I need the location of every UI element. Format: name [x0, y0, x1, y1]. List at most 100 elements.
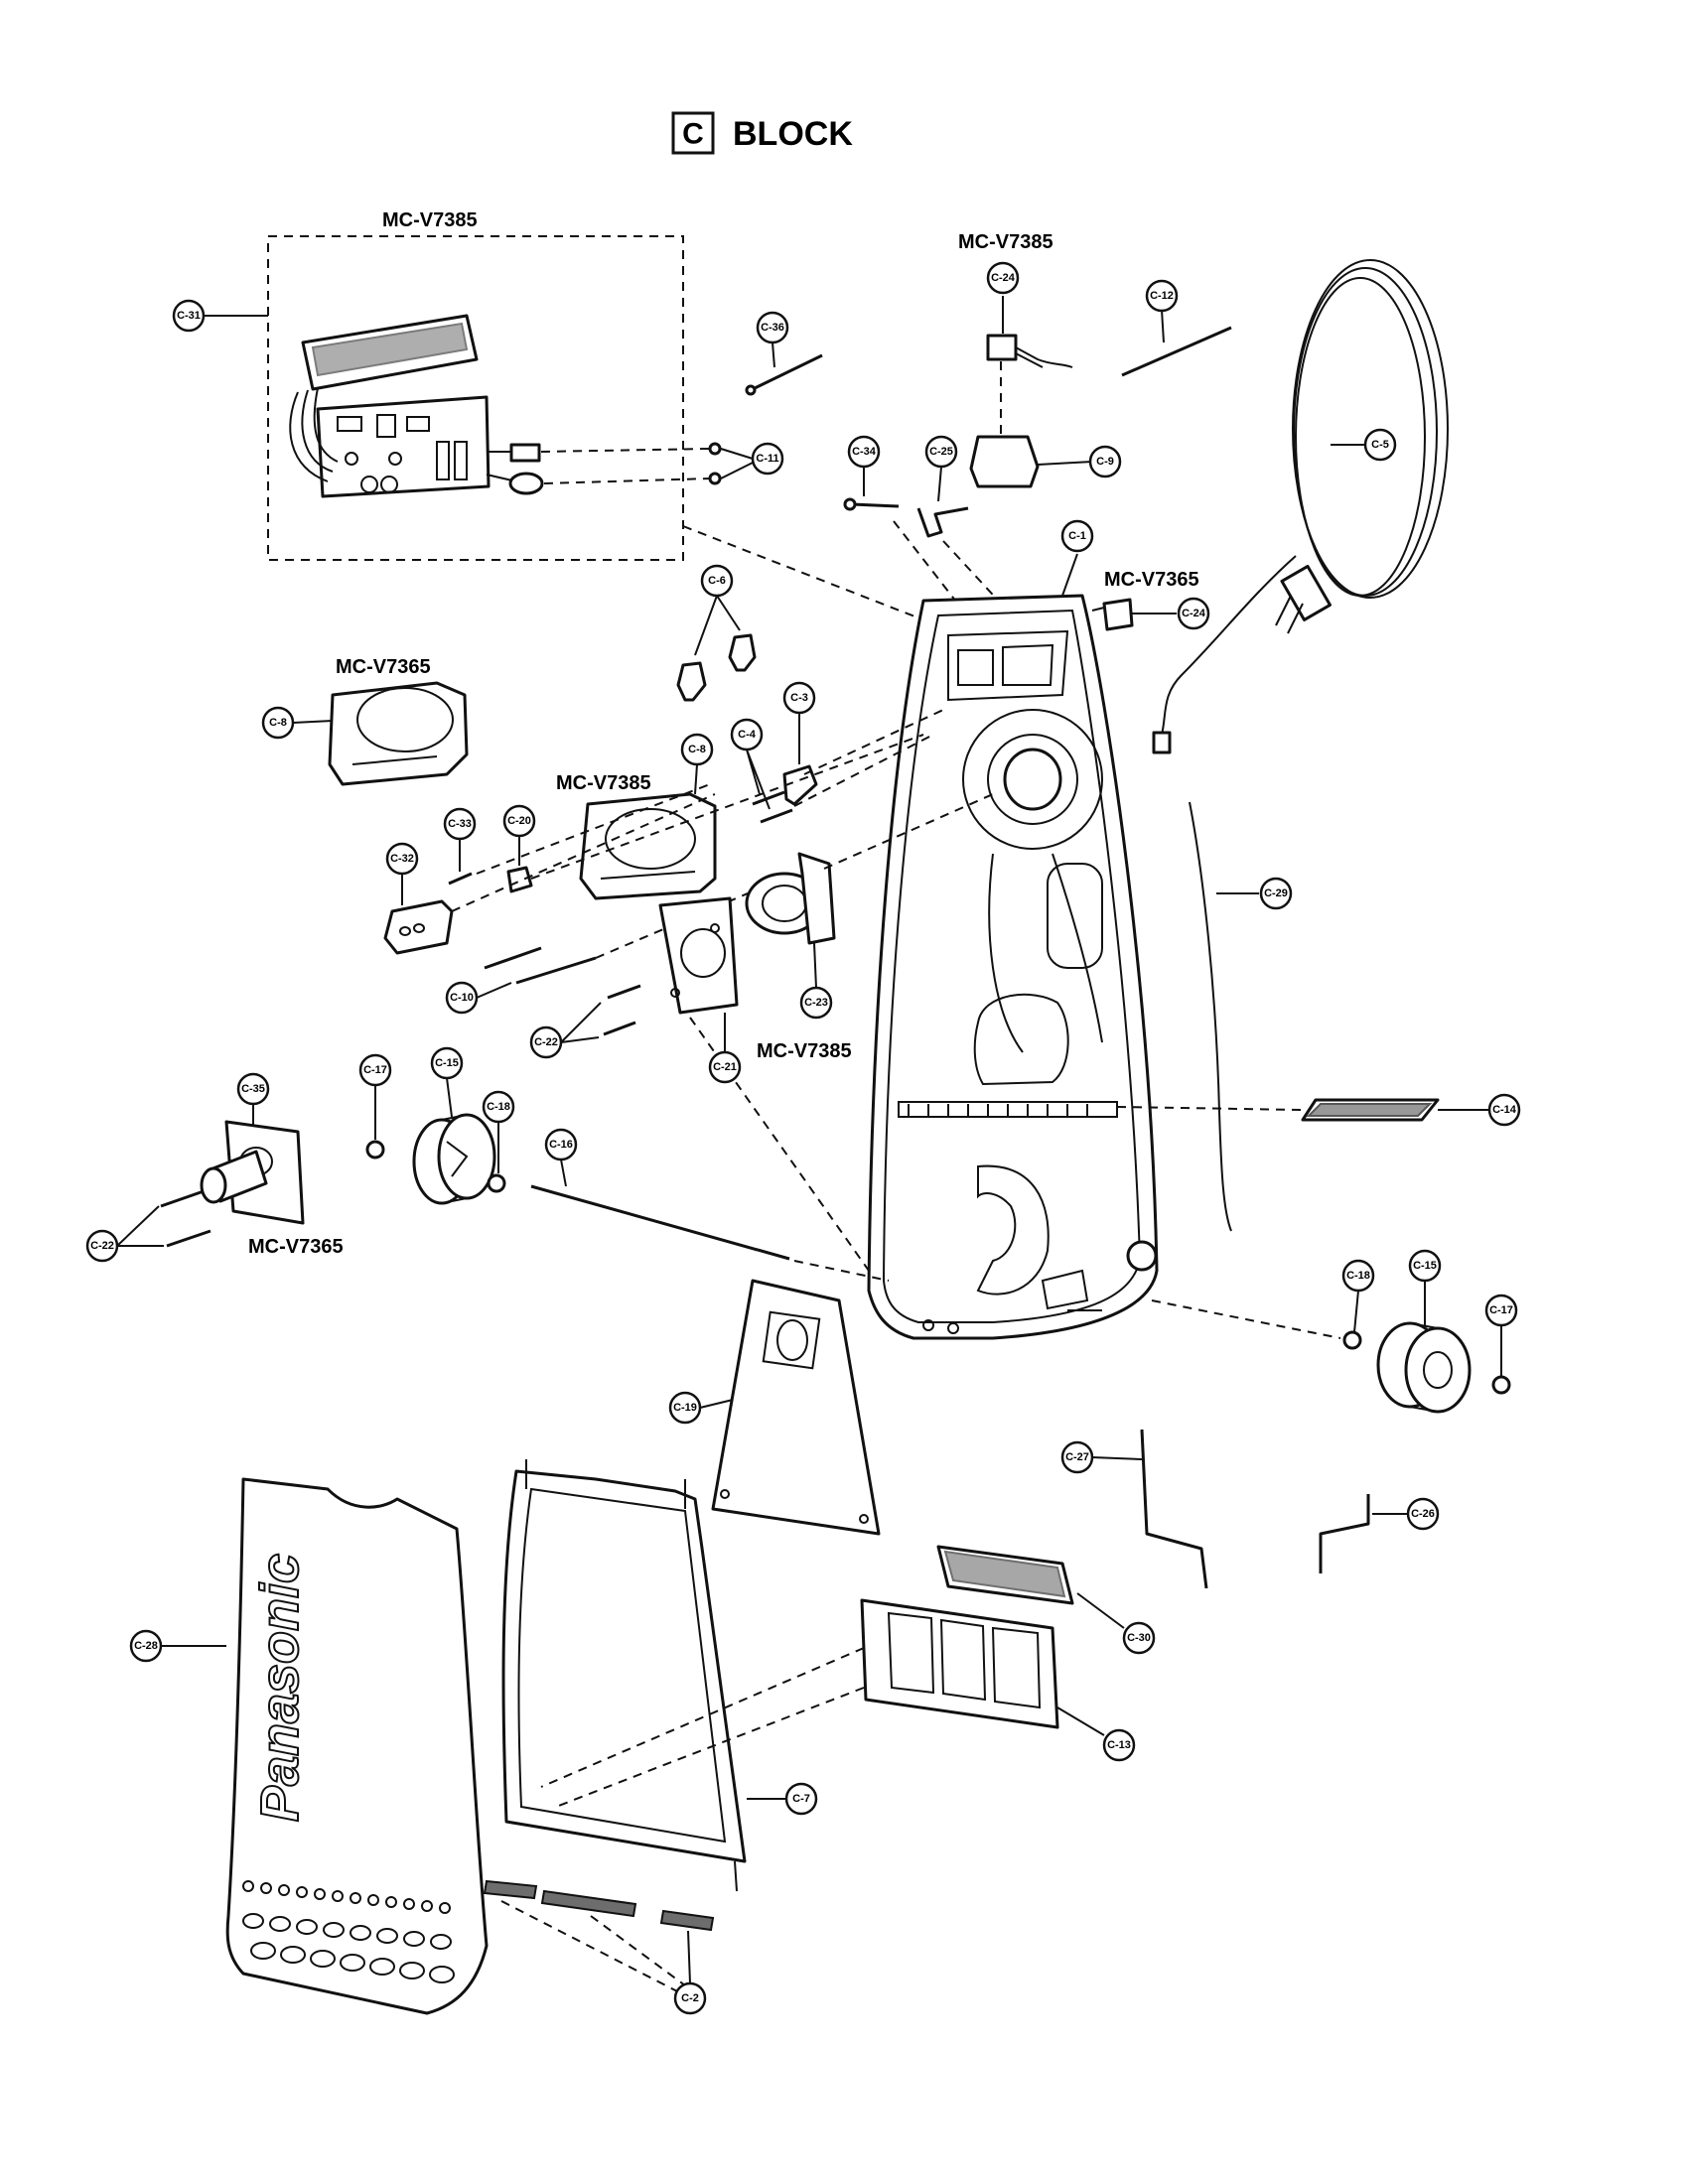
leader-c25 — [937, 466, 942, 502]
part-c22-screws-a — [603, 984, 641, 1036]
callout-label: C-25 — [929, 446, 953, 458]
callout-circle — [502, 804, 536, 838]
leader-c22b — [116, 1205, 164, 1247]
callout-c17b: C-17 — [1484, 1294, 1518, 1327]
block-letter-box — [671, 111, 715, 155]
part-c15-wheel-right — [1376, 1321, 1472, 1414]
callout-circle — [529, 1025, 563, 1059]
callout-c16: C-16 — [544, 1128, 578, 1161]
callout-circle — [680, 733, 714, 766]
callout-circle — [129, 1629, 163, 1663]
callout-label: C-9 — [1096, 456, 1114, 468]
callout-circle — [358, 1053, 392, 1087]
callout-label: C-36 — [761, 322, 784, 334]
callout-label: C-8 — [688, 744, 706, 755]
callout-label: C-17 — [363, 1064, 387, 1076]
callout-circle — [1122, 1621, 1156, 1655]
callout-c6: C-6 — [700, 564, 734, 598]
callout-c7: C-7 — [784, 1782, 818, 1816]
leader-c22a — [560, 1002, 602, 1043]
callout-circle — [782, 681, 816, 715]
callout-label: C-18 — [1346, 1270, 1370, 1282]
leader-c2 — [687, 1930, 691, 1984]
callout-c32: C-32 — [385, 842, 419, 876]
callout-c11: C-11 — [751, 442, 784, 476]
callout-circle — [1145, 279, 1179, 313]
dash-c34-c25 — [893, 520, 1004, 612]
part-c33-spring — [448, 872, 473, 886]
callout-circle — [847, 435, 881, 469]
callout-label: C-21 — [713, 1061, 737, 1073]
model-label-cover-a: MC-V7365 — [336, 656, 431, 678]
callout-label: C-5 — [1371, 439, 1389, 451]
callout-c4: C-4 — [730, 718, 764, 751]
callout-label: C-29 — [1264, 887, 1288, 899]
callout-c2: C-2 — [673, 1981, 707, 2015]
leader-c15a — [446, 1077, 453, 1118]
part-c24-microswitch — [986, 334, 1073, 368]
callout-label: C-24 — [1182, 608, 1206, 619]
part-c23-fan-motor — [745, 852, 836, 945]
part-c22-screws-b — [160, 1189, 211, 1248]
part-c6-wire-caps — [676, 633, 757, 702]
callout-c35: C-35 — [236, 1072, 270, 1106]
callout-c18a: C-18 — [482, 1090, 515, 1124]
callout-c20: C-20 — [502, 804, 536, 838]
callout-c26: C-26 — [1406, 1497, 1440, 1531]
part-c8-cover-v7365 — [328, 681, 469, 786]
callout-circle — [1408, 1249, 1442, 1283]
part-c26-rod — [1319, 1494, 1370, 1573]
callout-label: C-10 — [450, 992, 474, 1004]
callout-c31: C-31 — [172, 299, 206, 333]
callout-circle — [1363, 428, 1397, 462]
dash-c2 — [500, 1900, 686, 1996]
callout-circle — [799, 986, 833, 1020]
part-c19-bag-plate — [711, 1279, 881, 1536]
model-label-top-left: MC-V7385 — [382, 209, 478, 231]
callout-label: C-1 — [1068, 530, 1086, 542]
callout-circle — [1060, 1440, 1094, 1474]
leader-c23 — [813, 942, 817, 989]
callout-circle — [784, 1782, 818, 1816]
leader-c12 — [1161, 309, 1165, 343]
part-c16-axle — [530, 1184, 790, 1261]
part-c36-tie — [752, 353, 823, 391]
callout-c30: C-30 — [1122, 1621, 1156, 1655]
callout-label: C-24 — [991, 272, 1016, 284]
callout-c21: C-21 — [708, 1050, 742, 1084]
callout-label: C-13 — [1107, 1739, 1131, 1751]
callout-label: C-20 — [507, 815, 531, 827]
callout-label: C-17 — [1489, 1304, 1513, 1316]
part-c34-screw — [851, 502, 900, 508]
part-c25-clip — [916, 506, 969, 538]
callout-c18b: C-18 — [1341, 1259, 1375, 1293]
dash-right-wheel — [1151, 1299, 1341, 1339]
leader-c11b — [720, 448, 754, 479]
callout-circle — [482, 1090, 515, 1124]
part-c29-wire — [1189, 801, 1232, 1232]
callout-c12: C-12 — [1145, 279, 1179, 313]
leader-c19 — [699, 1399, 734, 1409]
callout-c28: C-28 — [129, 1629, 163, 1663]
callout-circle — [708, 1050, 742, 1084]
leader-c10 — [476, 982, 512, 999]
callout-label: C-8 — [269, 717, 287, 729]
part-c17-ring-right — [1491, 1375, 1511, 1395]
callout-circle — [751, 442, 784, 476]
callout-c23: C-23 — [799, 986, 833, 1020]
callout-circle — [986, 261, 1020, 295]
callout-label: C-34 — [852, 446, 877, 458]
part-c7-frame — [501, 1459, 747, 1892]
callout-circle — [673, 1981, 707, 2015]
callout-label: C-4 — [738, 729, 757, 741]
model-label-cover-b: MC-V7385 — [556, 772, 651, 794]
model-label-motor: MC-V7365 — [248, 1236, 344, 1258]
model-label-top-right: MC-V7385 — [958, 231, 1053, 253]
part-c28-front-cover: Panasonic — [225, 1477, 489, 2015]
dash-c3 — [793, 709, 944, 807]
callout-label: C-32 — [390, 853, 414, 865]
callout-label: C-27 — [1065, 1451, 1089, 1463]
block-title-text: BLOCK — [733, 115, 853, 153]
callout-circle — [430, 1046, 464, 1080]
callout-c5: C-5 — [1363, 428, 1397, 462]
